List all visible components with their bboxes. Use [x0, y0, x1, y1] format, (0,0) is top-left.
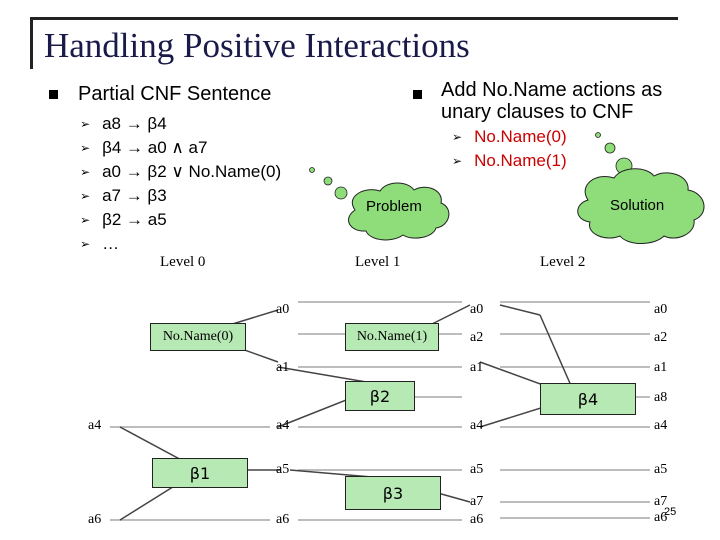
proposition-label: a1 [276, 360, 290, 375]
problem-trail-dot [323, 176, 333, 186]
proposition-label: a2 [654, 330, 668, 345]
solution-trail-dot [595, 132, 601, 138]
noname0-action-box: No.Name(0) [150, 323, 246, 351]
proposition-label: a0 [470, 302, 484, 317]
proposition-label: a0 [654, 302, 668, 317]
clause-item: ➢ … [80, 234, 120, 253]
clause-item: ➢ a7 → β3 [80, 186, 167, 205]
problem-trail-dot [334, 186, 348, 200]
solution-trail-dot [604, 142, 616, 154]
proposition-label: a6 [654, 510, 668, 525]
arrow-bullet-icon: ➢ [80, 165, 91, 179]
proposition-label: a4 [88, 418, 102, 433]
noname1-action-box: No.Name(1) [345, 323, 439, 351]
slide-title: Handling Positive Interactions [44, 26, 470, 65]
square-bullet-icon [49, 90, 58, 99]
right-heading: Add No.Name actions as unary clauses to … [441, 79, 663, 123]
cnf-clause-list: ➢ a8 → β4 ➢ β4 → a0 ∧ a7 ➢ a0 → β2 ∨ No.… [80, 112, 281, 256]
proposition-label: a7 [654, 494, 668, 509]
proposition-label: a5 [276, 462, 290, 477]
proposition-label: a5 [654, 462, 668, 477]
beta2-action-box: β2 [345, 381, 415, 411]
level-1-label: Level 1 [355, 254, 401, 270]
arrow-bullet-icon: ➢ [80, 117, 91, 131]
proposition-label: a0 [276, 302, 290, 317]
arrow-bullet-icon: ➢ [80, 237, 91, 251]
unary-clause-item: ➢ No.Name(0) [452, 127, 567, 146]
proposition-label: a6 [276, 512, 290, 527]
left-heading: Partial CNF Sentence [78, 83, 272, 105]
beta1-action-box: β1 [152, 458, 248, 488]
proposition-label: a4 [276, 418, 290, 433]
beta4-action-box: β4 [540, 383, 636, 415]
proposition-label: a6 [470, 512, 484, 527]
problem-cloud [348, 182, 450, 241]
unary-clause-list: ➢ No.Name(0) ➢ No.Name(1) [452, 125, 567, 173]
clause-item: ➢ β2 → a5 [80, 210, 167, 229]
clause-item: ➢ β4 → a0 ∧ a7 [80, 138, 208, 157]
page-number: 25 [664, 506, 677, 518]
proposition-label: a6 [88, 512, 102, 527]
proposition-label: a1 [470, 360, 484, 375]
title-rule-left [30, 17, 33, 69]
clause-item: ➢ a0 → β2 ∨ No.Name(0) [80, 162, 282, 181]
arrow-bullet-icon: ➢ [80, 213, 91, 227]
beta3-action-box: β3 [345, 476, 441, 510]
level-lines [110, 301, 650, 521]
solution-cloud [577, 168, 705, 244]
solution-callout-label: Solution [610, 197, 665, 214]
proposition-label: a1 [654, 360, 668, 375]
square-bullet-icon [413, 90, 422, 99]
proposition-label: a5 [470, 462, 484, 477]
arrow-bullet-icon: ➢ [80, 141, 91, 155]
clause-item: ➢ a8 → β4 [80, 114, 167, 133]
proposition-label: a8 [654, 390, 668, 405]
problem-callout-label: Problem [366, 198, 422, 215]
proposition-label: a4 [470, 418, 484, 433]
level-0-label: Level 0 [160, 254, 206, 270]
arrow-bullet-icon: ➢ [452, 154, 463, 168]
unary-clause-item: ➢ No.Name(1) [452, 151, 567, 170]
arrow-bullet-icon: ➢ [80, 189, 91, 203]
title-rule-top [30, 17, 678, 20]
proposition-label: a2 [470, 330, 484, 345]
arrow-bullet-icon: ➢ [452, 130, 463, 144]
problem-trail-dot [309, 167, 315, 173]
level-2-label: Level 2 [540, 254, 586, 270]
proposition-label: a7 [470, 494, 484, 509]
proposition-label: a4 [654, 418, 668, 433]
